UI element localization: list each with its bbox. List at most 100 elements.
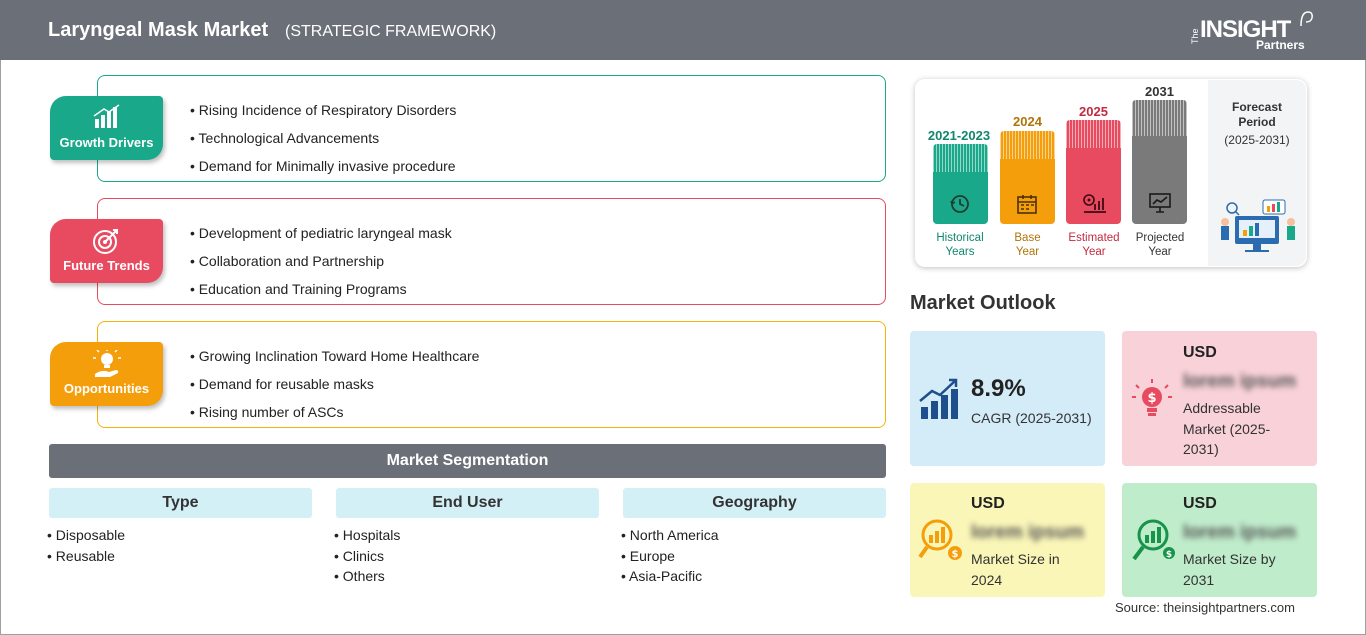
timeline-year-base: 2024 [1013,114,1042,129]
lightbulb-dollar-icon: $ [1132,379,1172,416]
size-2031-usd: USD [1183,495,1217,512]
list-item: Collaboration and Partnership [190,247,452,275]
timeline-year-estimated: 2025 [1079,104,1108,119]
timeline-bar-base [1000,131,1055,224]
list-item: Clinics [334,546,400,567]
size-2024-label: Market Size in 2024 [971,551,1060,588]
list-item: Hospitals [334,525,401,546]
list-item: Demand for reusable masks [190,370,479,398]
logo-partners: Partners [1256,38,1305,52]
segment-heading-end-user: End User [336,488,599,518]
timeline-bar-historical [933,144,988,224]
list-item: Reusable [47,546,125,567]
growth-drivers-list: Rising Incidence of Respiratory Disorder… [190,96,457,180]
segment-heading-geography: Geography [623,488,886,518]
addressable-value-redacted: lorem ipsum [1183,371,1296,392]
svg-text:$: $ [1166,550,1172,560]
list-item: Disposable [47,525,125,546]
timeline-label-line: Historical [936,232,984,244]
list-item: Demand for Minimally invasive procedure [190,152,456,180]
opportunities-tag: Opportunities [50,342,163,406]
growth-chart-icon [919,378,958,419]
history-icon [950,195,969,213]
analytics-people-icon [1221,199,1295,252]
size-2024-value-redacted: lorem ipsum [971,522,1084,543]
list-item: Others [334,566,400,587]
growth-drivers-label: Growth Drivers [59,135,154,150]
timeline-year-historical: 2021-2023 [927,128,991,143]
addressable-usd: USD [1183,344,1217,361]
timeline-bar-estimated [1066,120,1121,224]
page-title: Laryngeal Mask Market [48,19,269,41]
header: Laryngeal Mask Market (STRATEGIC FRAMEWO… [0,0,1366,60]
gear-chart-icon [1083,194,1106,213]
lightbulb-hand-icon [93,350,121,377]
future-trends-card: Development of pediatric laryngeal mask … [97,198,886,305]
forecast-line3: (2025-2031) [1224,133,1290,147]
magnifier-chart-icon: $ [1132,519,1175,561]
size-2031-label: Market Size by 2031 [1183,551,1276,588]
timeline-label-line: Years [945,246,975,258]
list-item: Development of pediatric laryngeal mask [190,219,452,247]
logo-the: The [1190,28,1200,44]
svg-text:$: $ [1147,391,1156,406]
market-size-2031-box: $ USD lorem ipsum Market Size by 2031 [1122,483,1317,597]
list-item: Rising number of ASCs [190,398,479,426]
timeline-label-line: Year [1082,246,1106,258]
opportunities-label: Opportunities [63,381,150,396]
timeline-label-line: Year [1148,246,1172,258]
svg-text:$: $ [952,549,959,560]
opportunities-list: Growing Inclination Toward Home Healthca… [190,342,480,426]
addressable-label: Addressable Market (2025-2031) [1183,400,1271,457]
magnifier-chart-icon: $ [918,519,962,560]
addressable-market-box: $ USD lorem ipsum Addressable Market (20… [1122,331,1317,466]
bar-chart-icon [93,104,120,128]
segment-list-end-user: Hospitals Clinics Others [334,525,401,587]
market-size-2024-box: $ USD lorem ipsum Market Size in 2024 [910,483,1105,597]
future-trends-label: Future Trends [63,258,150,273]
segment-heading-type: Type [49,488,312,518]
target-icon [93,229,118,254]
list-item: Growing Inclination Toward Home Healthca… [190,342,480,370]
market-segmentation-title: Market Segmentation [49,444,886,478]
cagr-box: 8.9% CAGR (2025-2031) [910,331,1105,466]
logo-swoosh-icon [1300,11,1313,27]
future-trends-tag: Future Trends [50,219,163,283]
page-subtitle: (STRATEGIC FRAMEWORK) [285,23,497,40]
timeline-bar-projected [1132,100,1187,224]
size-2031-value-redacted: lorem ipsum [1183,522,1296,543]
opportunities-card: Growing Inclination Toward Home Healthca… [97,321,886,428]
forecast-line2: Period [1238,115,1276,129]
cagr-value: 8.9% [971,375,1026,402]
list-item: Asia-Pacific [621,566,719,587]
future-trends-list: Development of pediatric laryngeal mask … [190,219,452,303]
timeline-label-line: Estimated [1068,232,1120,244]
growth-drivers-tag: Growth Drivers [50,96,163,160]
calendar-icon [1017,195,1037,214]
insight-partners-logo: The INSIGHT Partners [1190,10,1320,52]
logo-insight: INSIGHT [1200,16,1291,43]
timeline-label-line: Year [1015,246,1040,258]
timeline-label-line: Projected [1135,232,1185,244]
market-outlook-title: Market Outlook [910,292,1056,314]
forecast-period-panel: Forecast Period (2025-2031) [1208,80,1306,266]
list-item: Education and Training Programs [190,275,452,303]
presentation-icon [1149,193,1171,213]
segment-list-type: Disposable Reusable [47,525,125,566]
cagr-label: CAGR (2025-2031) [971,410,1092,426]
size-2024-usd: USD [971,495,1005,512]
list-item: Rising Incidence of Respiratory Disorder… [190,96,457,124]
growth-drivers-card: Rising Incidence of Respiratory Disorder… [97,75,886,182]
list-item: North America [621,525,719,546]
forecast-line1: Forecast [1231,100,1283,114]
timeline-year-projected: 2031 [1145,84,1174,99]
list-item: Europe [621,546,719,567]
segment-list-geography: North America Europe Asia-Pacific [621,525,719,587]
source-link[interactable]: Source: theinsightpartners.com [1115,600,1295,615]
timeline-label-line: Base [1014,232,1041,244]
list-item: Technological Advancements [190,124,456,152]
